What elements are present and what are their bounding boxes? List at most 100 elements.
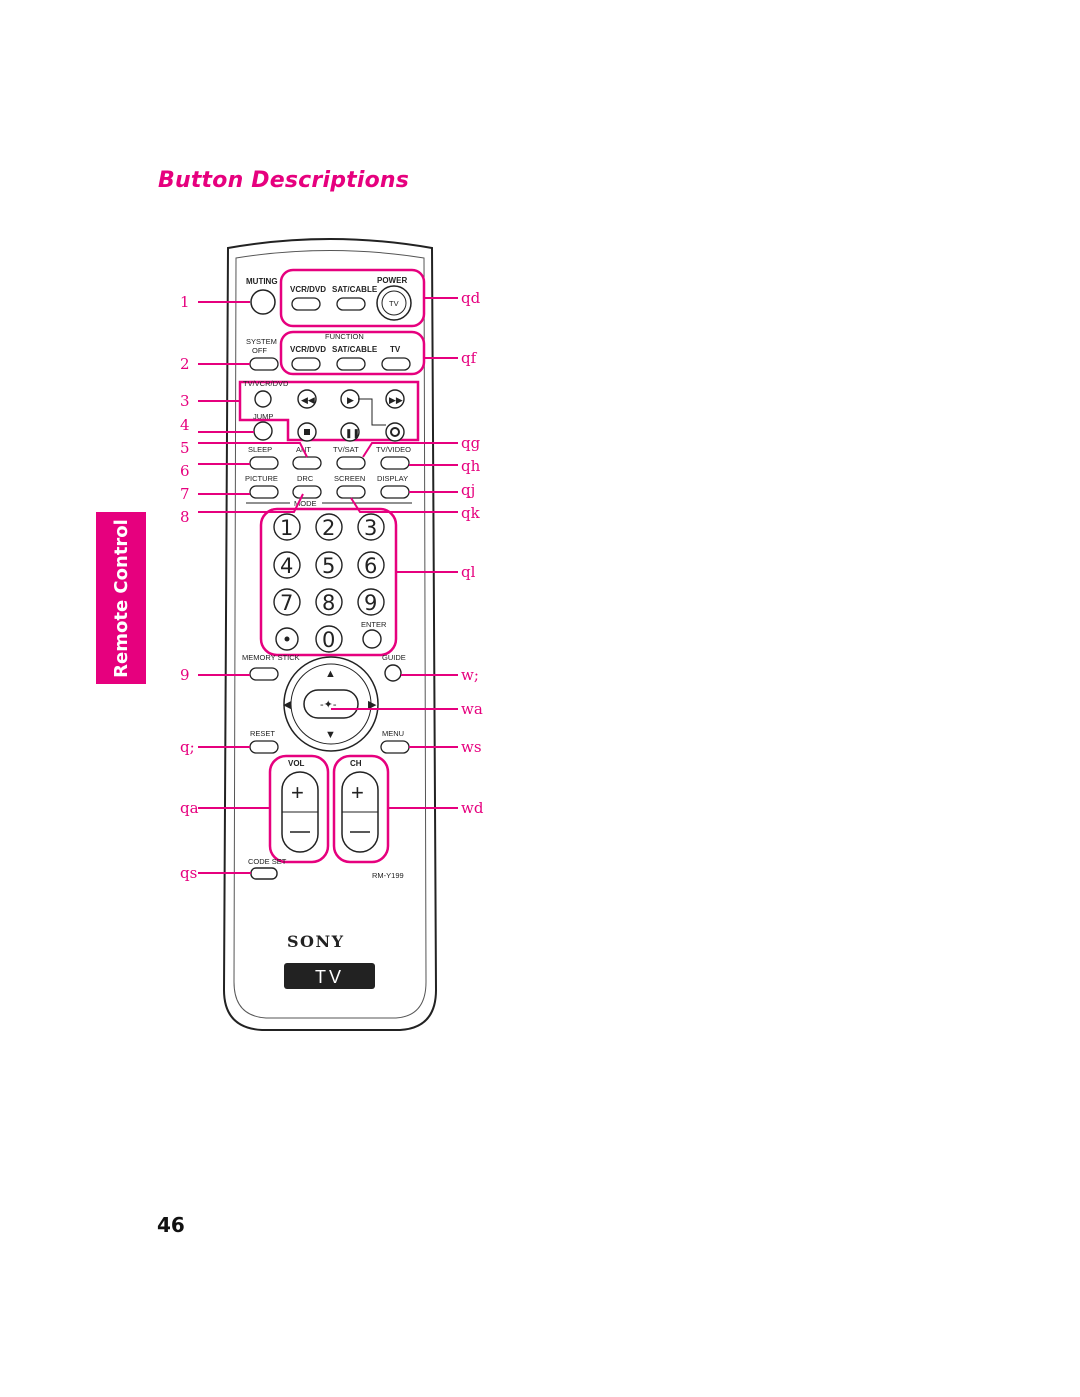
up-arrow-icon[interactable]: ▲: [325, 668, 336, 680]
right-arrow-icon[interactable]: ▶: [368, 699, 377, 711]
digit-8-button[interactable]: [315, 588, 343, 616]
picture-label: PICTURE: [245, 474, 278, 483]
fast-forward-button[interactable]: [385, 389, 405, 409]
digit-6-label: 6: [364, 554, 377, 578]
function-vcr-dvd-label: VCR/DVD: [290, 345, 326, 354]
digit-8-label: 8: [322, 591, 335, 615]
guide-label: GUIDE: [382, 653, 406, 662]
callout-right-3: qg: [461, 434, 481, 452]
callout-right-10: ws: [461, 738, 482, 756]
digit-0-button[interactable]: [315, 625, 343, 653]
reset-button[interactable]: [249, 740, 279, 754]
right-callout-lines: [331, 297, 458, 809]
callout-left-4: 4: [180, 416, 190, 434]
callout-left-10: q;: [180, 738, 195, 756]
left-callouts: 1 2 3 4 5 6 7 8 9 q; qa qs: [180, 293, 199, 882]
stop-icon: [304, 429, 310, 435]
muting-button[interactable]: [250, 289, 276, 315]
function-label: FUNCTION: [325, 332, 364, 341]
code-set-label: CODE SET: [248, 857, 287, 866]
power-vcr-dvd-label: VCR/DVD: [290, 285, 326, 294]
enter-button[interactable]: [362, 629, 382, 649]
dot-icon: [284, 636, 290, 642]
ch-label: CH: [350, 759, 362, 768]
select-button[interactable]: [303, 689, 359, 719]
digit-6-button[interactable]: [357, 551, 385, 579]
ant-button[interactable]: [292, 456, 322, 470]
callout-left-7: 7: [180, 485, 190, 503]
fast-forward-icon: ▶▶: [389, 395, 403, 405]
tv-vcr-dvd-button[interactable]: [254, 390, 272, 408]
sleep-label: SLEEP: [248, 445, 272, 454]
page-heading: Button Descriptions: [158, 168, 410, 193]
tv-sat-button[interactable]: [336, 456, 366, 470]
digit-2-button[interactable]: [315, 513, 343, 541]
sleep-button[interactable]: [249, 456, 279, 470]
digit-5-button[interactable]: [315, 551, 343, 579]
digit-4-label: 4: [280, 554, 293, 578]
guide-button[interactable]: [384, 664, 402, 682]
callout-left-6: 6: [180, 462, 190, 480]
jump-label: JUMP: [253, 412, 273, 421]
digit-4-button[interactable]: [273, 551, 301, 579]
mode-label: MODE: [294, 499, 317, 508]
drc-button[interactable]: [292, 485, 322, 499]
section-tab: Remote Control: [96, 512, 146, 684]
tv-video-button[interactable]: [380, 456, 410, 470]
code-set-button[interactable]: [250, 867, 278, 880]
left-arrow-icon[interactable]: ◀: [283, 699, 292, 711]
memory-stick-button[interactable]: [249, 667, 279, 681]
callout-left-9: 9: [180, 666, 190, 684]
enter-label: ENTER: [361, 620, 387, 629]
reset-label: RESET: [250, 729, 275, 738]
power-sat-cable-label: SAT/CABLE: [332, 285, 378, 294]
digit-3-button[interactable]: [357, 513, 385, 541]
callout-right-7: ql: [461, 563, 476, 581]
digit-7-label: 7: [280, 591, 293, 615]
callout-left-2: 2: [180, 355, 190, 373]
pause-button[interactable]: [340, 422, 360, 442]
left-callout-lines: [198, 301, 308, 874]
play-icon: ▶: [347, 395, 354, 405]
function-vcr-dvd-button[interactable]: [291, 357, 321, 371]
channel-up-icon: +: [351, 780, 364, 805]
rewind-icon: ◀◀: [301, 395, 315, 405]
digit-1-button[interactable]: [273, 513, 301, 541]
callout-right-5: qj: [461, 481, 475, 499]
screen-label: SCREEN: [334, 474, 365, 483]
record-icon: [390, 427, 400, 437]
tv-video-label: TV/VIDEO: [376, 445, 411, 454]
picture-button[interactable]: [249, 485, 279, 499]
function-sat-cable-button[interactable]: [336, 357, 366, 371]
display-button[interactable]: [380, 485, 410, 499]
record-button[interactable]: [385, 422, 405, 442]
memory-stick-label: MEMORY STICK: [242, 653, 300, 662]
power-sat-cable-button[interactable]: [336, 297, 366, 311]
down-arrow-icon[interactable]: ▼: [325, 729, 336, 741]
system-off-button[interactable]: [249, 357, 279, 371]
digit-0-label: 0: [322, 628, 335, 652]
system-label: SYSTEM: [246, 337, 277, 346]
digit-9-label: 9: [364, 591, 377, 615]
tv-vcr-dvd-label: TV/VCR/DVD: [243, 379, 289, 388]
transport-group-outline: [238, 380, 420, 442]
screen-button[interactable]: [336, 485, 366, 499]
muting-label: MUTING: [246, 277, 278, 286]
drc-label: DRC: [297, 474, 314, 483]
callout-right-9: wa: [461, 700, 483, 718]
number-pad-outline: [259, 507, 398, 657]
power-vcr-dvd-button[interactable]: [291, 297, 321, 311]
digit-9-button[interactable]: [357, 588, 385, 616]
function-tv-button[interactable]: [381, 357, 411, 371]
menu-button[interactable]: [380, 740, 410, 754]
jump-button[interactable]: [253, 421, 273, 441]
callout-right-2: qf: [461, 349, 478, 367]
digit-7-button[interactable]: [273, 588, 301, 616]
off-label: OFF: [252, 346, 267, 355]
tv-power-label: TV: [389, 299, 399, 308]
number-pad: 1 2 3 4 5 6 7 8 9 0 ENTER: [273, 513, 387, 653]
callout-right-4: qh: [461, 457, 481, 475]
callout-left-1: 1: [180, 293, 190, 311]
rewind-button[interactable]: [297, 389, 317, 409]
